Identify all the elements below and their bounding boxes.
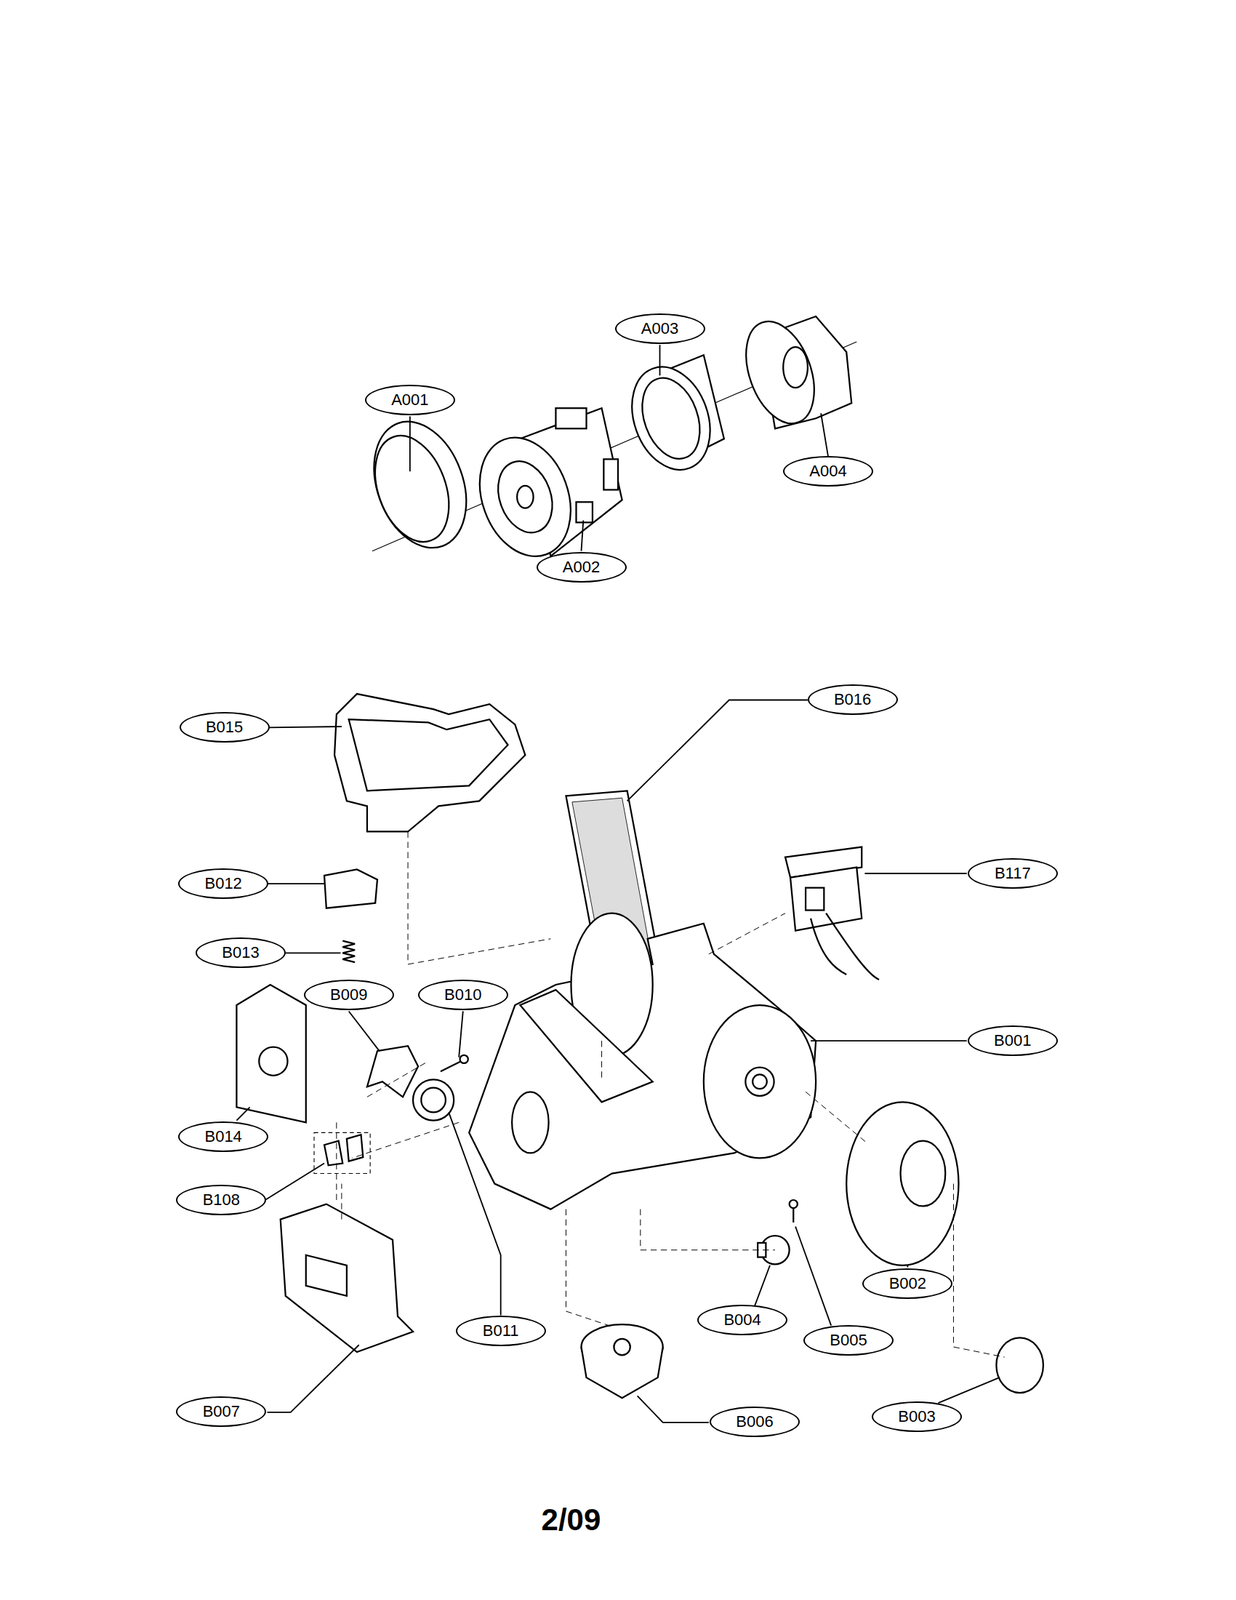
callout-number: B010 [444,985,482,1005]
page-number: 2/09 [541,1502,602,1538]
callout-number: B006 [735,1411,773,1431]
callout-oval: B011 [455,1315,547,1346]
callout-number: B012 [204,873,242,893]
callout-number: A004 [809,461,847,481]
callout-number: B013 [221,942,259,962]
callout-number: B004 [723,1310,761,1330]
callout-number: B016 [833,689,872,709]
callout-oval: B001 [967,1025,1058,1056]
callout-oval: A001 [364,384,456,416]
callout-number: B002 [889,1273,927,1293]
callout-oval: B007 [175,1395,267,1427]
callout-oval: B004 [697,1304,788,1335]
callout-number: B014 [204,1126,242,1146]
callout-oval: B006 [709,1406,800,1437]
callout-number: B015 [205,717,243,737]
callout-number: B117 [994,863,1031,883]
callout-number: B001 [993,1030,1031,1050]
callout-oval: B005 [803,1324,894,1356]
callout-oval: B012 [178,868,269,899]
callout-oval: A003 [615,313,706,344]
callout-number: B003 [897,1406,935,1426]
callout-number: A002 [562,557,600,577]
callout-oval: B003 [871,1401,962,1432]
callout-oval: B108 [175,1184,267,1215]
callout-oval: A004 [783,455,874,487]
callout-oval: B014 [178,1121,269,1152]
callout-number: A003 [641,319,679,339]
callout-oval: B015 [179,711,270,743]
callout-oval: B009 [303,979,395,1010]
callout-number: B009 [330,985,368,1005]
callout-number: B011 [482,1321,520,1340]
callout-oval: B010 [418,979,509,1010]
callout-number: A001 [391,390,429,410]
callout-number: B108 [202,1190,240,1210]
callout-oval: B016 [807,684,898,715]
callout-oval: B013 [195,937,286,968]
callout-oval: A002 [536,551,627,583]
callout-oval: B002 [862,1267,953,1299]
callout-number: B007 [202,1401,240,1421]
callout-number: B005 [829,1330,867,1350]
callout-oval: B117 [967,857,1058,889]
